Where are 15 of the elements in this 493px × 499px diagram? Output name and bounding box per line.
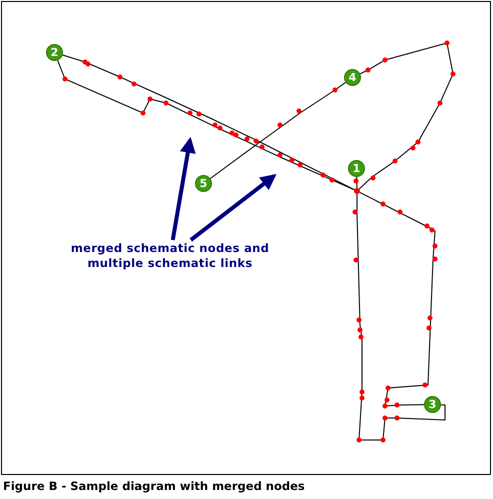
junction-node [354,188,360,194]
annotation-text: merged schematic nodes and multiple schematic links [60,240,280,272]
pointer-arrow [190,174,277,242]
node-number-marker: 2 [46,44,63,61]
figure-caption: Figure B - Sample diagram with merged nodes [3,479,305,493]
node-number-marker: 1 [348,160,365,177]
link-line [356,176,358,188]
link-line [356,194,446,440]
node-number-marker: 5 [195,175,212,192]
link-line [210,82,346,179]
node-number-marker: 4 [344,69,361,86]
pointer-arrow [170,136,196,240]
link-line [358,42,454,190]
node-number-marker: 3 [424,396,441,413]
link-line [359,192,436,407]
